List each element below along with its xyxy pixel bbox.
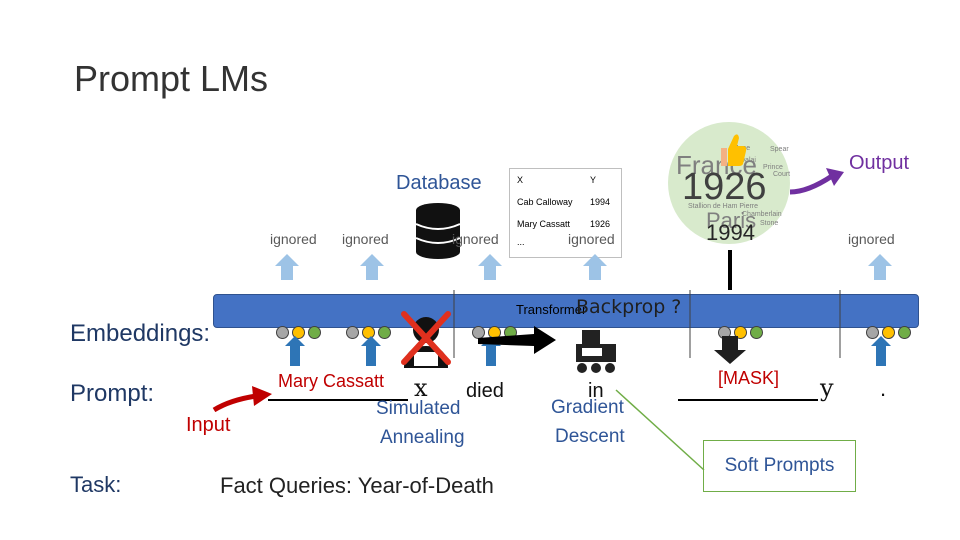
- mask-token: [MASK]: [718, 368, 780, 388]
- soft-prompts-box: Soft Prompts: [703, 440, 856, 492]
- up-arrow: [361, 336, 381, 366]
- output-word: Court: [773, 171, 791, 178]
- subject-underline: [268, 399, 408, 401]
- page-title: Prompt LMs: [74, 58, 269, 99]
- mask-connector: [728, 250, 732, 290]
- output-word: 1994: [706, 220, 755, 245]
- output-word: Paris: [706, 208, 757, 233]
- table-cell: 1994: [590, 197, 611, 207]
- database-label: Database: [396, 172, 482, 194]
- fact-table: X Y Cab Calloway 1994 Mary Cassatt 1926 …: [509, 168, 622, 258]
- output-label: Output: [849, 152, 910, 174]
- transformer-bar: [213, 294, 919, 328]
- up-arrow: [360, 254, 384, 280]
- output-word: Chamberlain: [742, 211, 782, 218]
- output-word: Spear: [770, 146, 789, 153]
- died-token: died: [466, 380, 504, 402]
- table-cell: Cab Calloway: [517, 197, 573, 207]
- y-token: y: [820, 374, 834, 402]
- embedding-dots: [346, 326, 394, 340]
- table-header-x: X: [517, 175, 524, 185]
- output-word: Dalai: [740, 157, 756, 164]
- input-arrow: [212, 386, 272, 412]
- table-cell: 1926: [590, 219, 611, 229]
- x-token: x: [414, 374, 428, 402]
- search-arrow: [478, 326, 556, 354]
- output-circle: [668, 122, 790, 244]
- ignored-label: ignored: [342, 231, 389, 247]
- embeddings-label: Embeddings:: [70, 320, 211, 347]
- gradient-descent-label: Gradient: [551, 397, 624, 418]
- ignored-label: ignored: [568, 231, 615, 247]
- up-arrow: [583, 254, 607, 280]
- output-arrows: [275, 250, 892, 290]
- table-header-y: Y: [590, 175, 597, 185]
- down-arrow: [714, 336, 746, 364]
- simulated-annealing-label: Annealing: [380, 427, 465, 448]
- soft-prompt-line: [615, 389, 705, 471]
- up-arrow: [285, 336, 305, 366]
- backprop-label: Backprop ?: [576, 296, 682, 318]
- simulated-annealing-label: Simulated: [376, 398, 461, 419]
- robot-icon: [576, 330, 616, 373]
- period-token: .: [880, 376, 887, 401]
- up-arrow: [275, 254, 299, 280]
- table-cell: Mary Cassatt: [517, 219, 571, 229]
- in-token: in: [588, 380, 604, 402]
- table-more: ...: [517, 237, 525, 247]
- prompt-label: Prompt:: [70, 380, 155, 407]
- output-word: Prince: [763, 164, 783, 171]
- embedding-dots: [276, 326, 324, 340]
- task-description: Fact Queries: Year-of-Death: [220, 473, 494, 498]
- embedding-dots: [866, 326, 914, 340]
- connector-lines: [453, 290, 841, 358]
- ignored-label: ignored: [452, 231, 499, 247]
- programmer-icon: [401, 311, 451, 368]
- ignored-label: ignored: [848, 231, 895, 247]
- input-label: Input: [186, 414, 231, 436]
- up-arrow: [478, 254, 502, 280]
- output-arrow: [789, 168, 844, 195]
- transformer-label: Transformer: [516, 302, 587, 317]
- gradient-descent-label: Descent: [555, 426, 625, 447]
- thumbs-up-icon: [721, 134, 747, 166]
- output-word: 1926: [682, 166, 767, 208]
- ignored-label: ignored: [270, 231, 317, 247]
- embedding-dots: [718, 326, 766, 340]
- output-word: Stone: [760, 220, 779, 227]
- task-label: Task:: [70, 472, 122, 497]
- mask-underline: [678, 399, 818, 401]
- output-word: Stallion de Ham Pierre: [688, 203, 759, 210]
- up-arrow: [868, 254, 892, 280]
- subject-token: Mary Cassatt: [278, 371, 385, 391]
- up-arrow: [871, 336, 891, 366]
- database-icon: [415, 203, 461, 259]
